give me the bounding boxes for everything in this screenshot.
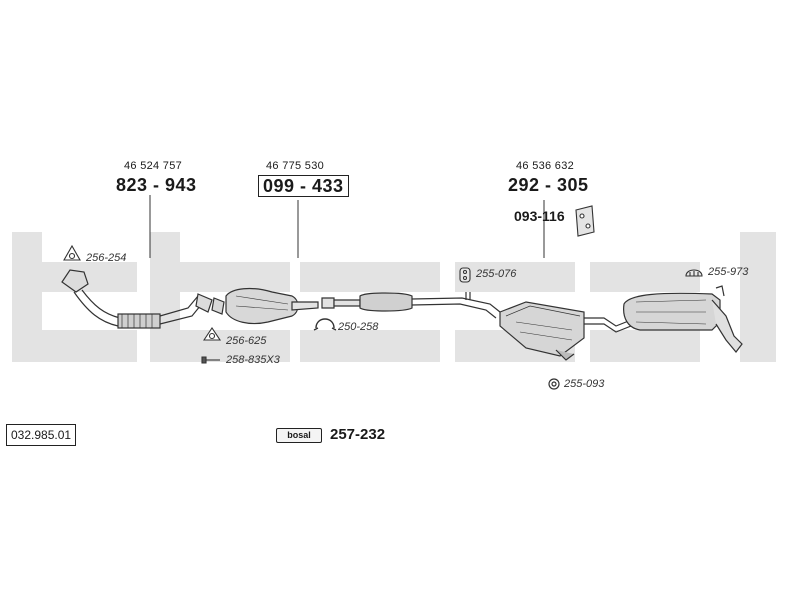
main-part-number[interactable]: 257-232: [330, 426, 386, 443]
ref-label-ring-gasket[interactable]: 255-093: [564, 378, 605, 390]
brand-logo: bosal: [276, 428, 322, 443]
middle-pipe: [321, 292, 501, 319]
ref-label-clamp[interactable]: 250-258: [338, 321, 379, 333]
hanger-strap-icon: [685, 269, 703, 277]
mounting-bracket-icon: [575, 205, 595, 237]
watermark-blocks: [12, 232, 776, 362]
rear-silencer: [584, 285, 743, 353]
oem-number-3: 46 536 632: [516, 160, 575, 172]
catalytic-converter: [211, 287, 319, 325]
part-number-3[interactable]: 292 - 305: [508, 175, 589, 195]
ref-label-rubber-hanger[interactable]: 255-076: [476, 268, 517, 280]
bolt-icon: [201, 356, 220, 364]
center-silencer: [499, 301, 585, 361]
rubber-hanger-icon: [459, 267, 471, 283]
ref-label-hanger-strap[interactable]: 255-973: [708, 266, 749, 278]
diagram-code: 032.985.01: [6, 424, 77, 446]
flange-gasket-icon: [202, 327, 222, 341]
ring-gasket-icon: [548, 378, 560, 390]
ref-label-flange-gasket[interactable]: 256-625: [226, 335, 267, 347]
ref-label-bolt[interactable]: 258-835X3: [226, 354, 280, 366]
gasket-icon: [63, 244, 81, 261]
clamp-ring-icon: [313, 318, 337, 331]
leader-lines: [149, 195, 545, 258]
mount-part-number[interactable]: 093-116: [514, 208, 565, 224]
ref-label-gasket[interactable]: 256-254: [86, 252, 127, 264]
oem-number-1: 46 524 757: [124, 160, 183, 172]
front-pipe: [61, 269, 213, 329]
oem-number-2: 46 775 530: [266, 160, 325, 172]
part-number-2[interactable]: 099 - 433: [258, 175, 349, 197]
part-number-1[interactable]: 823 - 943: [116, 175, 197, 195]
